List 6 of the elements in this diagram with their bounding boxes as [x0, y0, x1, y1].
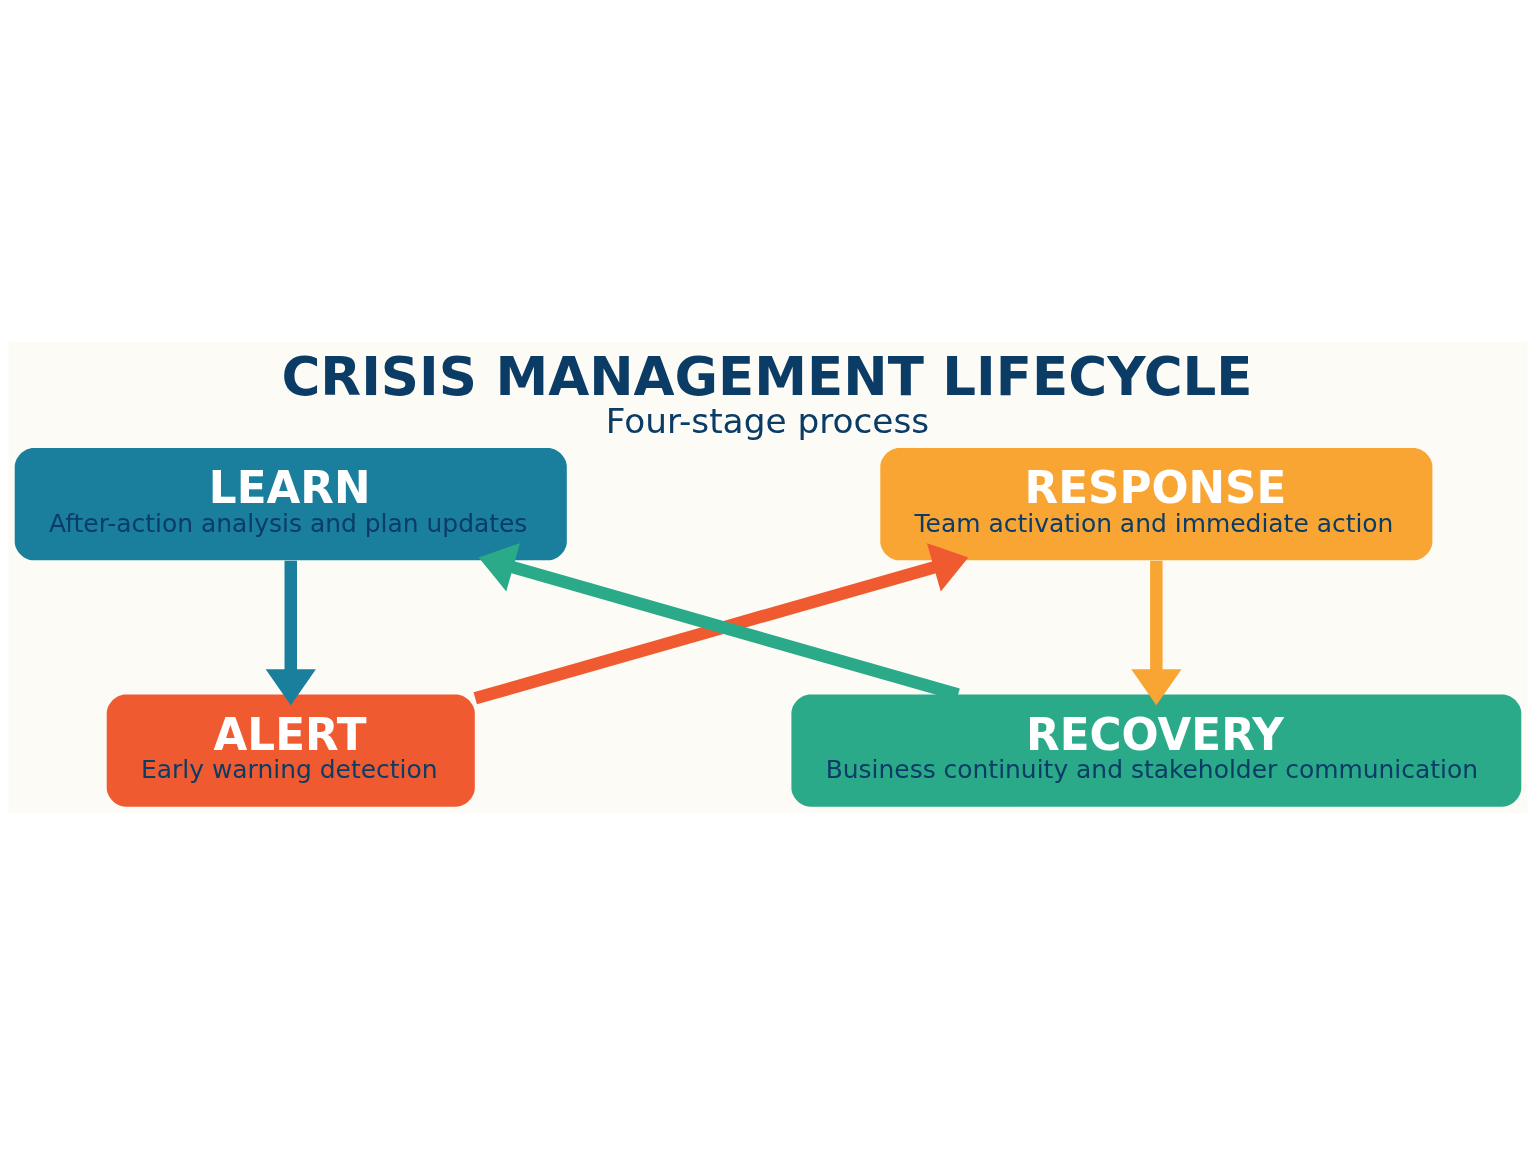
- node-box: RESPONSE Team activation and immediate action: [880, 447, 1433, 560]
- arrow: [1131, 560, 1182, 705]
- arrow: [265, 560, 316, 705]
- node-box: RECOVERY Business continuity and stakeholder communication: [791, 693, 1522, 807]
- node-box: ALERT Early warning detection: [106, 693, 475, 807]
- node-box: LEARN After-action analysis and plan updates: [14, 447, 567, 560]
